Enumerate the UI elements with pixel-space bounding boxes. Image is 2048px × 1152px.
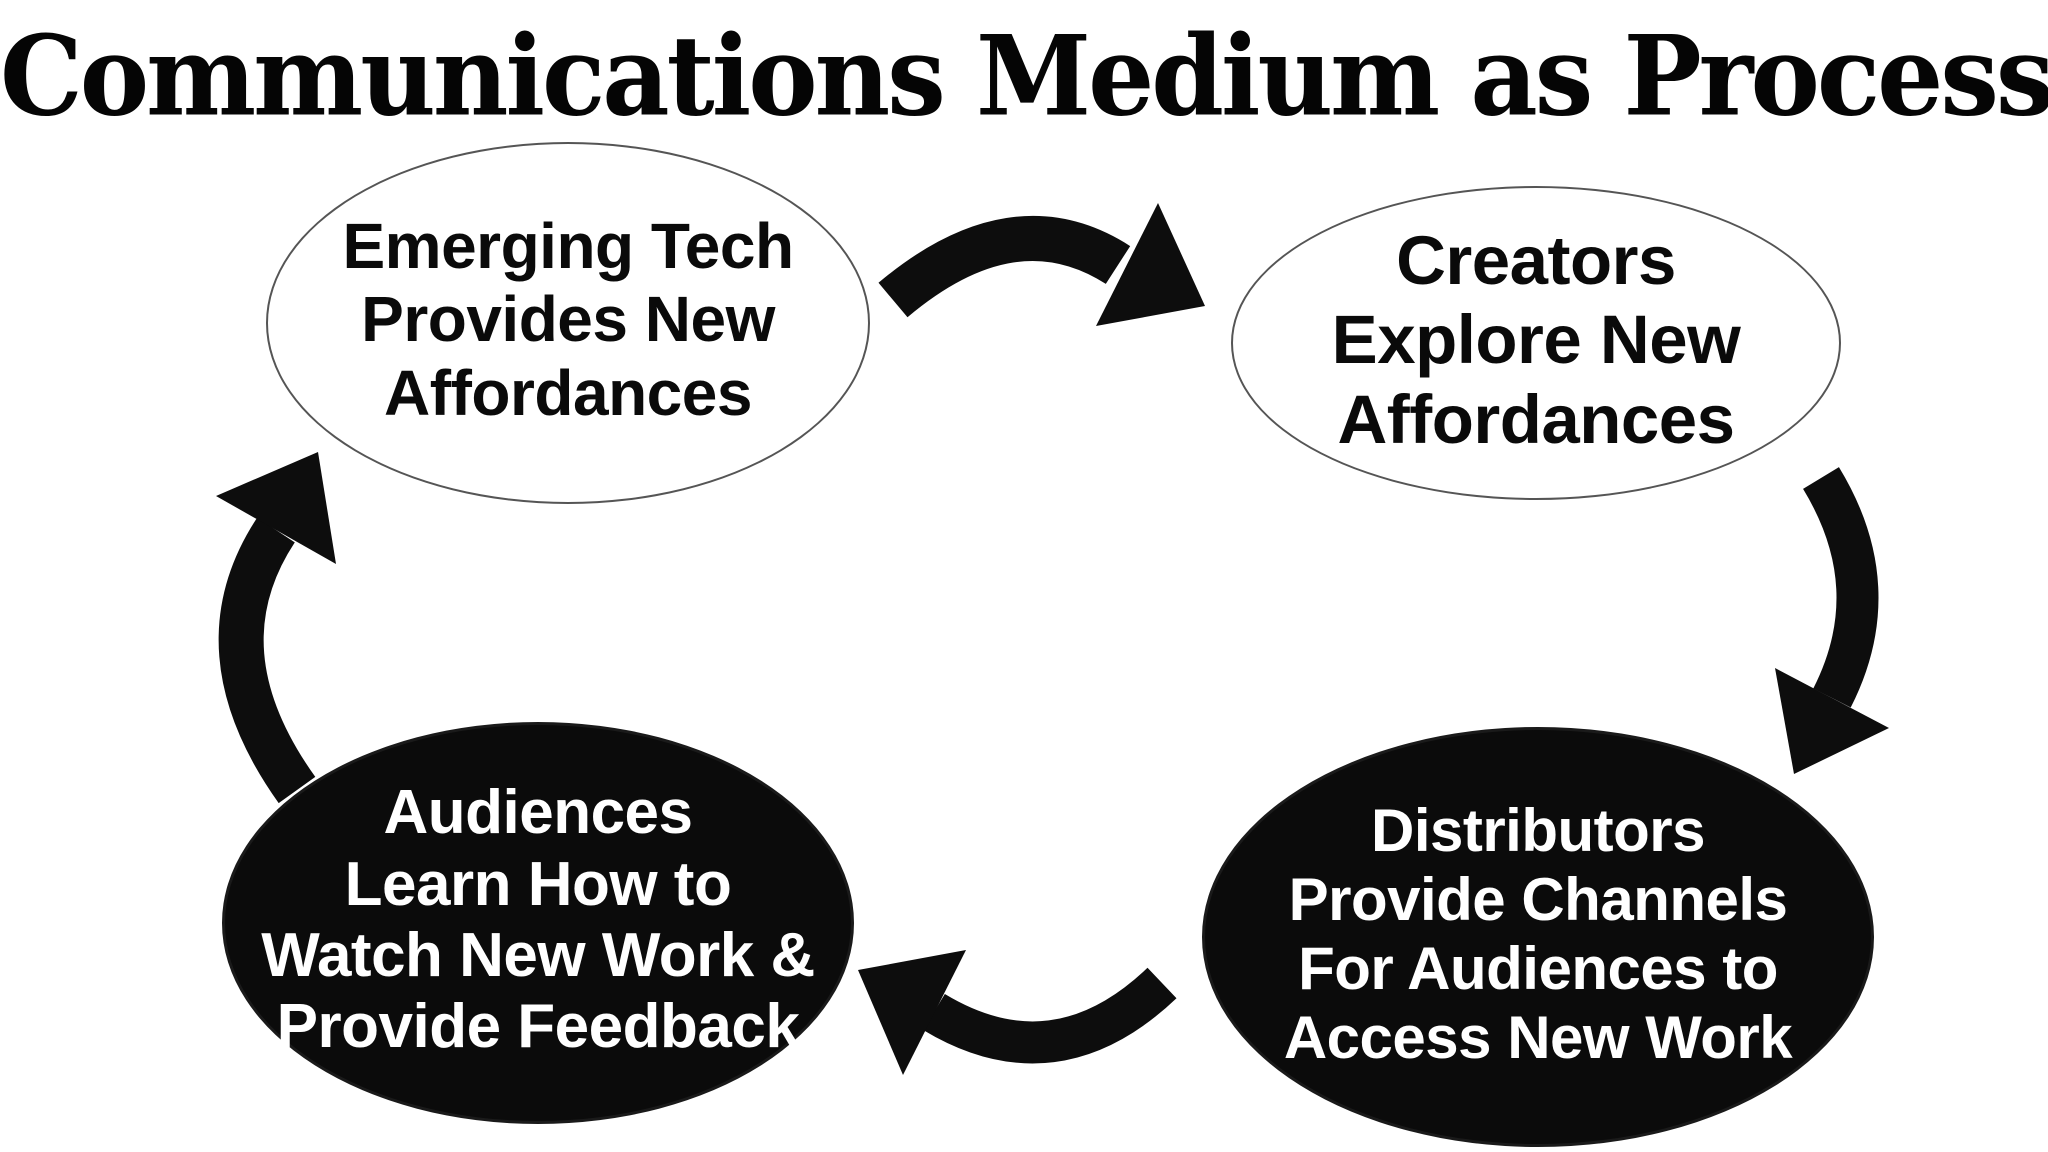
curved-arrow-top-icon [878, 203, 1205, 326]
node-creators: Creators Explore New Affordances [1231, 186, 1841, 500]
node-emerging-tech: Emerging Tech Provides New Affordances [266, 142, 870, 504]
curved-arrow-right-icon [1775, 467, 1889, 774]
node-audiences-label: Audiences Learn How to Watch New Work & … [261, 778, 815, 1062]
node-emerging-tech-label: Emerging Tech Provides New Affordances [342, 209, 794, 429]
node-distributors-label: Distributors Provide Channels For Audien… [1283, 797, 1793, 1071]
node-distributors: Distributors Provide Channels For Audien… [1202, 727, 1874, 1147]
curved-arrow-bottom-icon [858, 950, 1177, 1075]
node-audiences: Audiences Learn How to Watch New Work & … [222, 722, 854, 1124]
curved-arrow-left-icon [216, 452, 336, 804]
page-title: Communications Medium as Process [0, 10, 2048, 142]
node-creators-label: Creators Explore New Affordances [1331, 221, 1741, 458]
